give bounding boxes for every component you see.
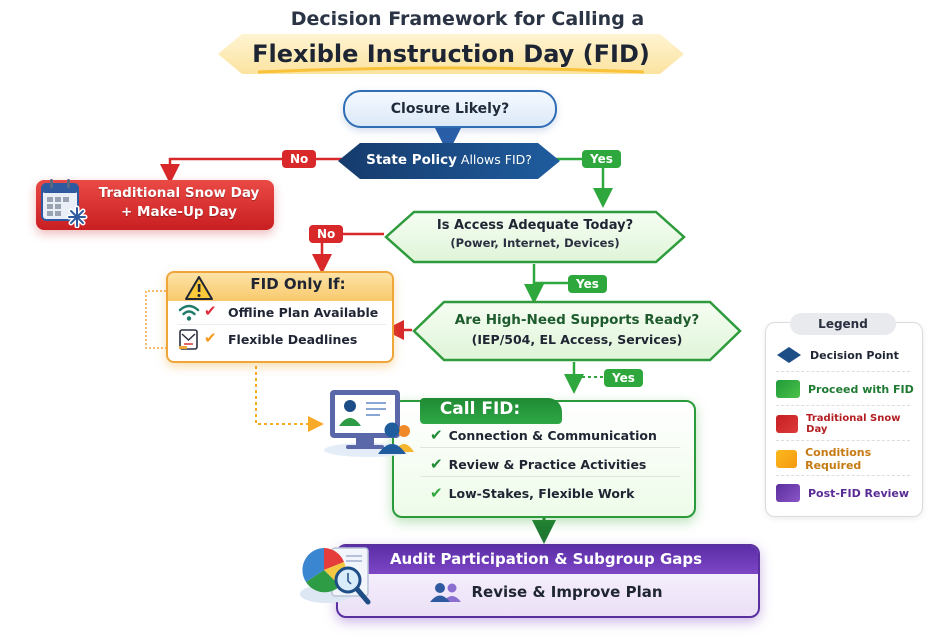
condition-item-deadlines: Flexible Deadlines <box>228 332 358 347</box>
calendar-snowflake-icon <box>41 179 88 228</box>
decision-state-policy[interactable]: State Policy Allows FID? <box>338 152 560 168</box>
node-closure-likely-label: Closure Likely? <box>390 101 510 117</box>
decision-supports-shape <box>412 300 742 362</box>
legend-title: Legend <box>790 313 896 335</box>
review-sub-label: Revise & Improve Plan <box>471 583 663 601</box>
condition-item-offline: Offline Plan Available <box>228 305 379 320</box>
conditions-divider <box>178 324 386 325</box>
edge-label-supports-yes: Yes <box>604 369 643 387</box>
check-icon: ✔ <box>430 484 443 502</box>
check-icon: ✔ <box>430 426 443 444</box>
legend-label: Post-FID Review <box>808 486 910 500</box>
legend-divider <box>776 440 910 441</box>
page-title: Flexible Instruction Day (FID) <box>252 40 650 68</box>
document-icon <box>179 329 198 350</box>
check-icon: ✔ <box>430 455 443 473</box>
swatch-purple <box>776 484 800 502</box>
title-banner <box>218 34 684 74</box>
edge-conditions-loop <box>145 290 166 349</box>
call-fid-item-1: ✔ Connection & Communication <box>430 426 657 444</box>
edge-policy-no <box>160 157 345 184</box>
decision-access-sub: (Power, Internet, Devices) <box>450 236 620 250</box>
check-icon-red: ✔ <box>204 302 217 320</box>
decision-supports[interactable]: Are High-Need Supports Ready? (IEP/504, … <box>412 312 742 347</box>
review-sub: Revise & Improve Plan <box>336 582 756 602</box>
pie-chart-magnifier-icon <box>300 547 371 605</box>
node-post-fid-review[interactable] <box>336 544 760 618</box>
legend-item-decision: Decision Point <box>776 343 916 367</box>
edge-supports-yes <box>564 362 604 394</box>
edge-conditions-to-call <box>255 360 324 432</box>
decision-supports-sub: (IEP/504, EL Access, Services) <box>471 332 683 347</box>
legend-label: Proceed with FID <box>808 382 914 396</box>
decision-access-title: Is Access Adequate Today? <box>436 218 634 233</box>
decision-access[interactable]: Is Access Adequate Today? (Power, Intern… <box>384 218 686 250</box>
diamond-icon <box>777 347 801 363</box>
snow-day-line-2: + Make-Up Day <box>121 204 237 220</box>
edge-label-access-no: No <box>309 225 344 243</box>
call-fid-item-2: ✔ Review & Practice Activities <box>430 455 646 473</box>
legend-item-review: Post-FID Review <box>776 481 916 505</box>
people-icon <box>430 583 462 602</box>
call-fid-item-2-label: Review & Practice Activities <box>448 456 647 472</box>
title-line-1: Decision Framework for Calling a <box>290 8 645 30</box>
decision-state-policy-shape <box>338 143 560 179</box>
call-fid-item-3-label: Low-Stakes, Flexible Work <box>448 485 635 501</box>
legend-divider <box>776 371 910 372</box>
wifi-icon <box>178 304 200 321</box>
node-snow-day-text: Traditional Snow Day + Make-Up Day <box>86 184 272 222</box>
legend-item-conditions: Conditions Required <box>776 446 916 472</box>
legend-item-snow: Traditional Snow Day <box>776 412 916 436</box>
legend-item-proceed: Proceed with FID <box>776 377 916 401</box>
node-closure-likely[interactable]: Closure Likely? <box>343 90 557 128</box>
decision-supports-title: Are High-Need Supports Ready? <box>454 312 700 328</box>
legend-divider <box>776 475 910 476</box>
review-title: Audit Participation & Subgroup Gaps <box>389 550 703 568</box>
legend-label: Traditional Snow Day <box>806 413 901 435</box>
edge-label-policy-yes: Yes <box>582 150 621 168</box>
call-fid-divider-2 <box>420 476 680 477</box>
conditions-title: FID Only If: <box>250 275 346 293</box>
call-fid-item-1-label: Connection & Communication <box>448 427 657 443</box>
call-fid-header <box>420 398 562 424</box>
call-fid-divider-1 <box>420 447 680 448</box>
check-icon-orange: ✔ <box>204 329 217 347</box>
call-fid-title: Call FID: <box>439 399 521 419</box>
edge-access-yes <box>524 264 568 304</box>
legend-divider <box>776 405 910 406</box>
monitor-people-icon <box>324 390 414 457</box>
decision-access-shape <box>384 210 686 264</box>
edge-label-policy-no: No <box>282 150 317 168</box>
decision-state-policy-bold: State Policy <box>366 152 457 168</box>
legend-label: Conditions Required <box>805 446 872 472</box>
snow-day-line-1: Traditional Snow Day <box>98 185 260 201</box>
swatch-red <box>776 415 799 433</box>
call-fid-item-3: ✔ Low-Stakes, Flexible Work <box>430 484 634 502</box>
legend-label: Decision Point <box>810 348 899 362</box>
review-header <box>338 546 758 574</box>
decision-state-policy-rest: Allows FID? <box>456 152 532 167</box>
edge-label-access-yes: Yes <box>568 275 607 293</box>
swatch-green <box>776 380 800 398</box>
swatch-orange <box>776 450 798 468</box>
warning-icon <box>185 276 213 300</box>
